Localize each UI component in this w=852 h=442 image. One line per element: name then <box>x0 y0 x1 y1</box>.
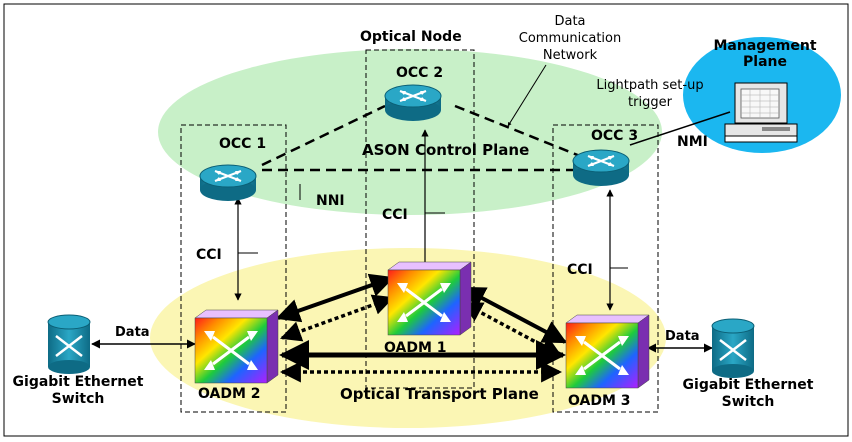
occ-3-label: OCC 3 <box>591 128 638 144</box>
switch-left-label-line2: Switch <box>52 391 105 407</box>
switch-right-label-line1: Gigabit Ethernet <box>683 377 814 393</box>
dcn-pointer <box>507 64 547 127</box>
oadm-3-device <box>565 314 650 389</box>
optical-transport-plane-label: Optical Transport Plane <box>340 385 539 403</box>
node-box-2 <box>365 49 475 389</box>
switch-left-label-line1: Gigabit Ethernet <box>13 374 144 390</box>
cci-label-2: CCI <box>382 207 408 223</box>
cci-label-3: CCI <box>567 262 593 278</box>
node-box-3 <box>552 124 659 413</box>
nmi-label: NMI <box>677 134 708 150</box>
dcn-label-line2: Communication <box>519 31 621 46</box>
transport-links <box>275 273 568 383</box>
ason-control-plane-label: ASON Control Plane <box>362 141 529 159</box>
management-computer-icon <box>724 82 798 143</box>
outer-frame <box>3 3 849 437</box>
occ-2-router <box>383 83 443 121</box>
management-plane-label-line2: Plane <box>743 54 787 70</box>
cci-ticks <box>238 184 628 269</box>
oadm-1-device <box>387 261 472 336</box>
oadm-2-label: OADM 2 <box>198 386 261 402</box>
occ-2-label: OCC 2 <box>396 65 443 81</box>
occ-1-label: OCC 1 <box>219 136 266 152</box>
nni-label: NNI <box>316 193 345 209</box>
occ-3-router <box>571 148 631 186</box>
dcn-label-line1: Data <box>554 14 585 29</box>
dcn-links <box>261 104 591 172</box>
switch-left <box>47 314 91 374</box>
cci-arrows <box>234 129 614 311</box>
node-box-1 <box>180 124 287 413</box>
lightpath-trigger-line2: trigger <box>628 95 673 110</box>
data-label-right: Data <box>665 329 700 344</box>
oadm-1-label: OADM 1 <box>384 340 447 356</box>
data-label-left: Data <box>115 325 150 340</box>
cci-label-1: CCI <box>196 247 222 263</box>
switch-right-label-line2: Switch <box>722 394 775 410</box>
oadm-3-label: OADM 3 <box>568 393 631 409</box>
nmi-link <box>629 111 731 146</box>
switch-right <box>711 318 755 378</box>
optical-node-label: Optical Node <box>360 29 462 45</box>
occ-1-router <box>198 163 258 201</box>
control-plane-ellipse <box>158 49 662 215</box>
oadm-2-device <box>194 309 279 384</box>
management-plane-label-line1: Management <box>713 38 816 54</box>
dcn-label-line3: Network <box>543 48 598 63</box>
data-links <box>91 339 713 353</box>
lightpath-trigger-line1: Lightpath set-up <box>596 78 703 93</box>
